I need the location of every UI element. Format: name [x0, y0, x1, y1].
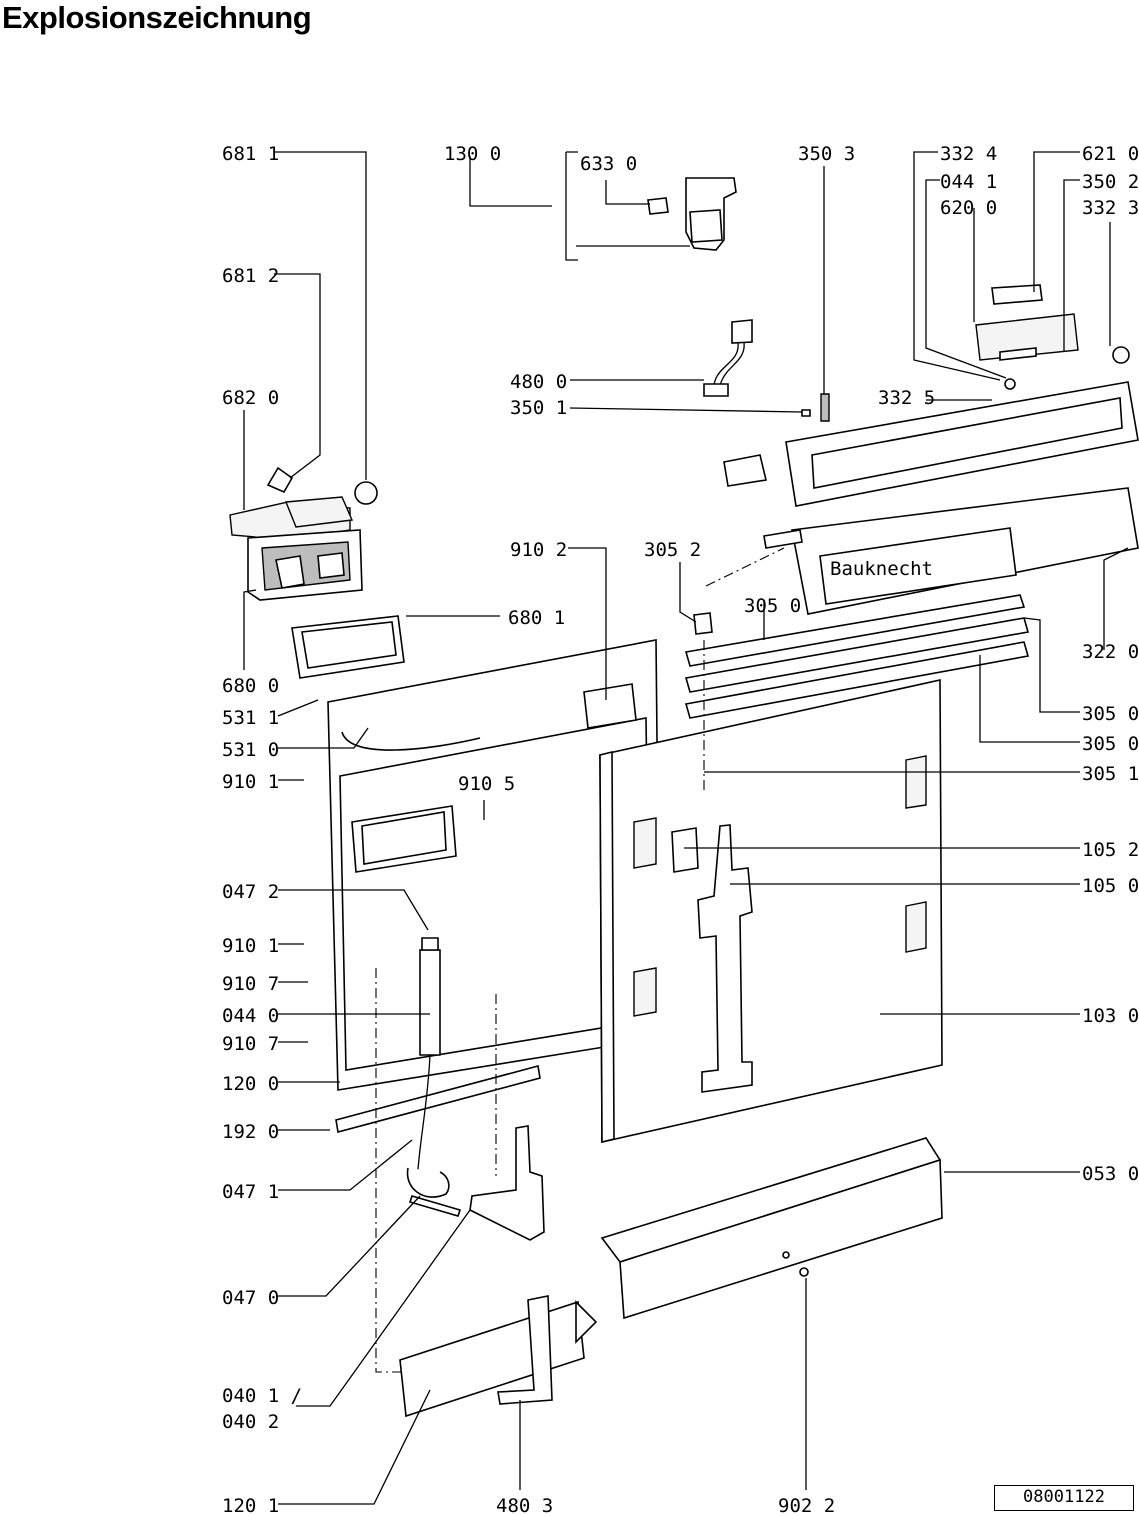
assembly-axis	[705, 547, 785, 587]
callout-910-1-b: 910 1	[222, 935, 279, 957]
callout-681-2: 681 2	[222, 265, 279, 287]
part-120-1-trim	[399, 1300, 598, 1418]
callout-192-0: 192 0	[222, 1121, 279, 1143]
part-620-0-module	[975, 284, 1079, 361]
callout-910-2: 910 2	[510, 539, 567, 561]
callout-910-1: 910 1	[222, 771, 279, 793]
callout-350-3: 350 3	[798, 143, 855, 165]
callout-902-2: 902 2	[778, 1495, 835, 1516]
callout-480-3: 480 3	[496, 1495, 553, 1516]
callout-labels: 681 1 130 0 633 0 350 3 332 4 044 1 620 …	[222, 143, 1139, 1516]
part-053-0-kickplate	[600, 1137, 943, 1320]
callout-053-0: 053 0	[1082, 1163, 1139, 1185]
callout-130-0: 130 0	[444, 143, 501, 165]
callout-120-1: 120 1	[222, 1495, 279, 1516]
part-681-2-clip	[266, 466, 294, 494]
callout-322-0: 322 0	[1082, 641, 1139, 663]
callout-681-1: 681 1	[222, 143, 279, 165]
callout-621-0: 621 0	[1082, 143, 1139, 165]
callout-044-1: 044 1	[940, 171, 997, 193]
part-322-0-fascia: Bauknecht	[791, 487, 1139, 615]
callout-531-0: 531 0	[222, 739, 279, 761]
callout-305-0-c: 305 0	[1082, 733, 1139, 755]
part-681-1-cap	[354, 481, 378, 505]
callout-910-7: 910 7	[222, 973, 279, 995]
callout-105-0: 105 0	[1082, 875, 1139, 897]
callout-040-2: 040 2	[222, 1411, 279, 1433]
part-902-2-screw	[799, 1267, 809, 1277]
part-322-0-panel	[723, 381, 1139, 507]
callout-120-0: 120 0	[222, 1073, 279, 1095]
callout-305-0: 305 0	[744, 595, 801, 617]
drawing-id: 08001122	[994, 1485, 1134, 1511]
callout-620-0: 620 0	[940, 197, 997, 219]
callout-105-2: 105 2	[1082, 839, 1139, 861]
callout-305-1: 305 1	[1082, 763, 1139, 785]
part-350-1-screw	[801, 409, 811, 417]
part-680-1-gasket	[291, 615, 405, 679]
callout-350-1: 350 1	[510, 397, 567, 419]
callout-682-0: 682 0	[222, 387, 279, 409]
part-480-0-harness	[703, 319, 753, 397]
leader-lines	[243, 151, 1129, 1505]
part-044-1-spring	[1004, 378, 1016, 390]
callout-044-0: 044 0	[222, 1005, 279, 1027]
callout-332-5: 332 5	[878, 387, 935, 409]
part-044-0-spring	[419, 937, 441, 1056]
callout-633-0: 633 0	[580, 153, 637, 175]
part-040-1-bracket	[469, 1125, 545, 1241]
callout-305-0-b: 305 0	[1082, 703, 1139, 725]
callout-910-7-b: 910 7	[222, 1033, 279, 1055]
part-305-0-rails	[684, 529, 1030, 719]
part-120-0-inner-door	[327, 639, 661, 1091]
part-350-3-connector	[820, 393, 830, 422]
callout-332-4: 332 4	[940, 143, 997, 165]
part-105-0-strip	[671, 824, 753, 1093]
part-682-0-dispenser	[229, 496, 363, 601]
callout-680-0: 680 0	[222, 675, 279, 697]
callout-103-0: 103 0	[1082, 1005, 1139, 1027]
assembly-axis	[375, 968, 402, 1373]
callout-480-0: 480 0	[510, 371, 567, 393]
callout-047-0: 047 0	[222, 1287, 279, 1309]
callout-040-1: 040 1 /	[222, 1385, 302, 1407]
callout-047-1: 047 1	[222, 1181, 279, 1203]
callout-350-2: 350 2	[1082, 171, 1139, 193]
part-047-0-hook	[406, 1054, 462, 1217]
brand-label: Bauknecht	[830, 558, 933, 580]
callout-047-2: 047 2	[222, 881, 279, 903]
part-103-0-outer-door	[599, 679, 943, 1144]
page-title: Explosionszeichnung	[2, 0, 312, 35]
callout-910-5: 910 5	[458, 773, 515, 795]
part-192-0-strip	[335, 1064, 541, 1134]
part-332-3-knob	[1112, 346, 1130, 364]
callout-680-1: 680 1	[508, 607, 565, 629]
callout-531-1: 531 1	[222, 707, 279, 729]
part-130-0-latch	[647, 177, 737, 251]
callout-305-2: 305 2	[644, 539, 701, 561]
callout-332-3: 332 3	[1082, 197, 1139, 219]
part-480-3-holder	[497, 1295, 553, 1405]
